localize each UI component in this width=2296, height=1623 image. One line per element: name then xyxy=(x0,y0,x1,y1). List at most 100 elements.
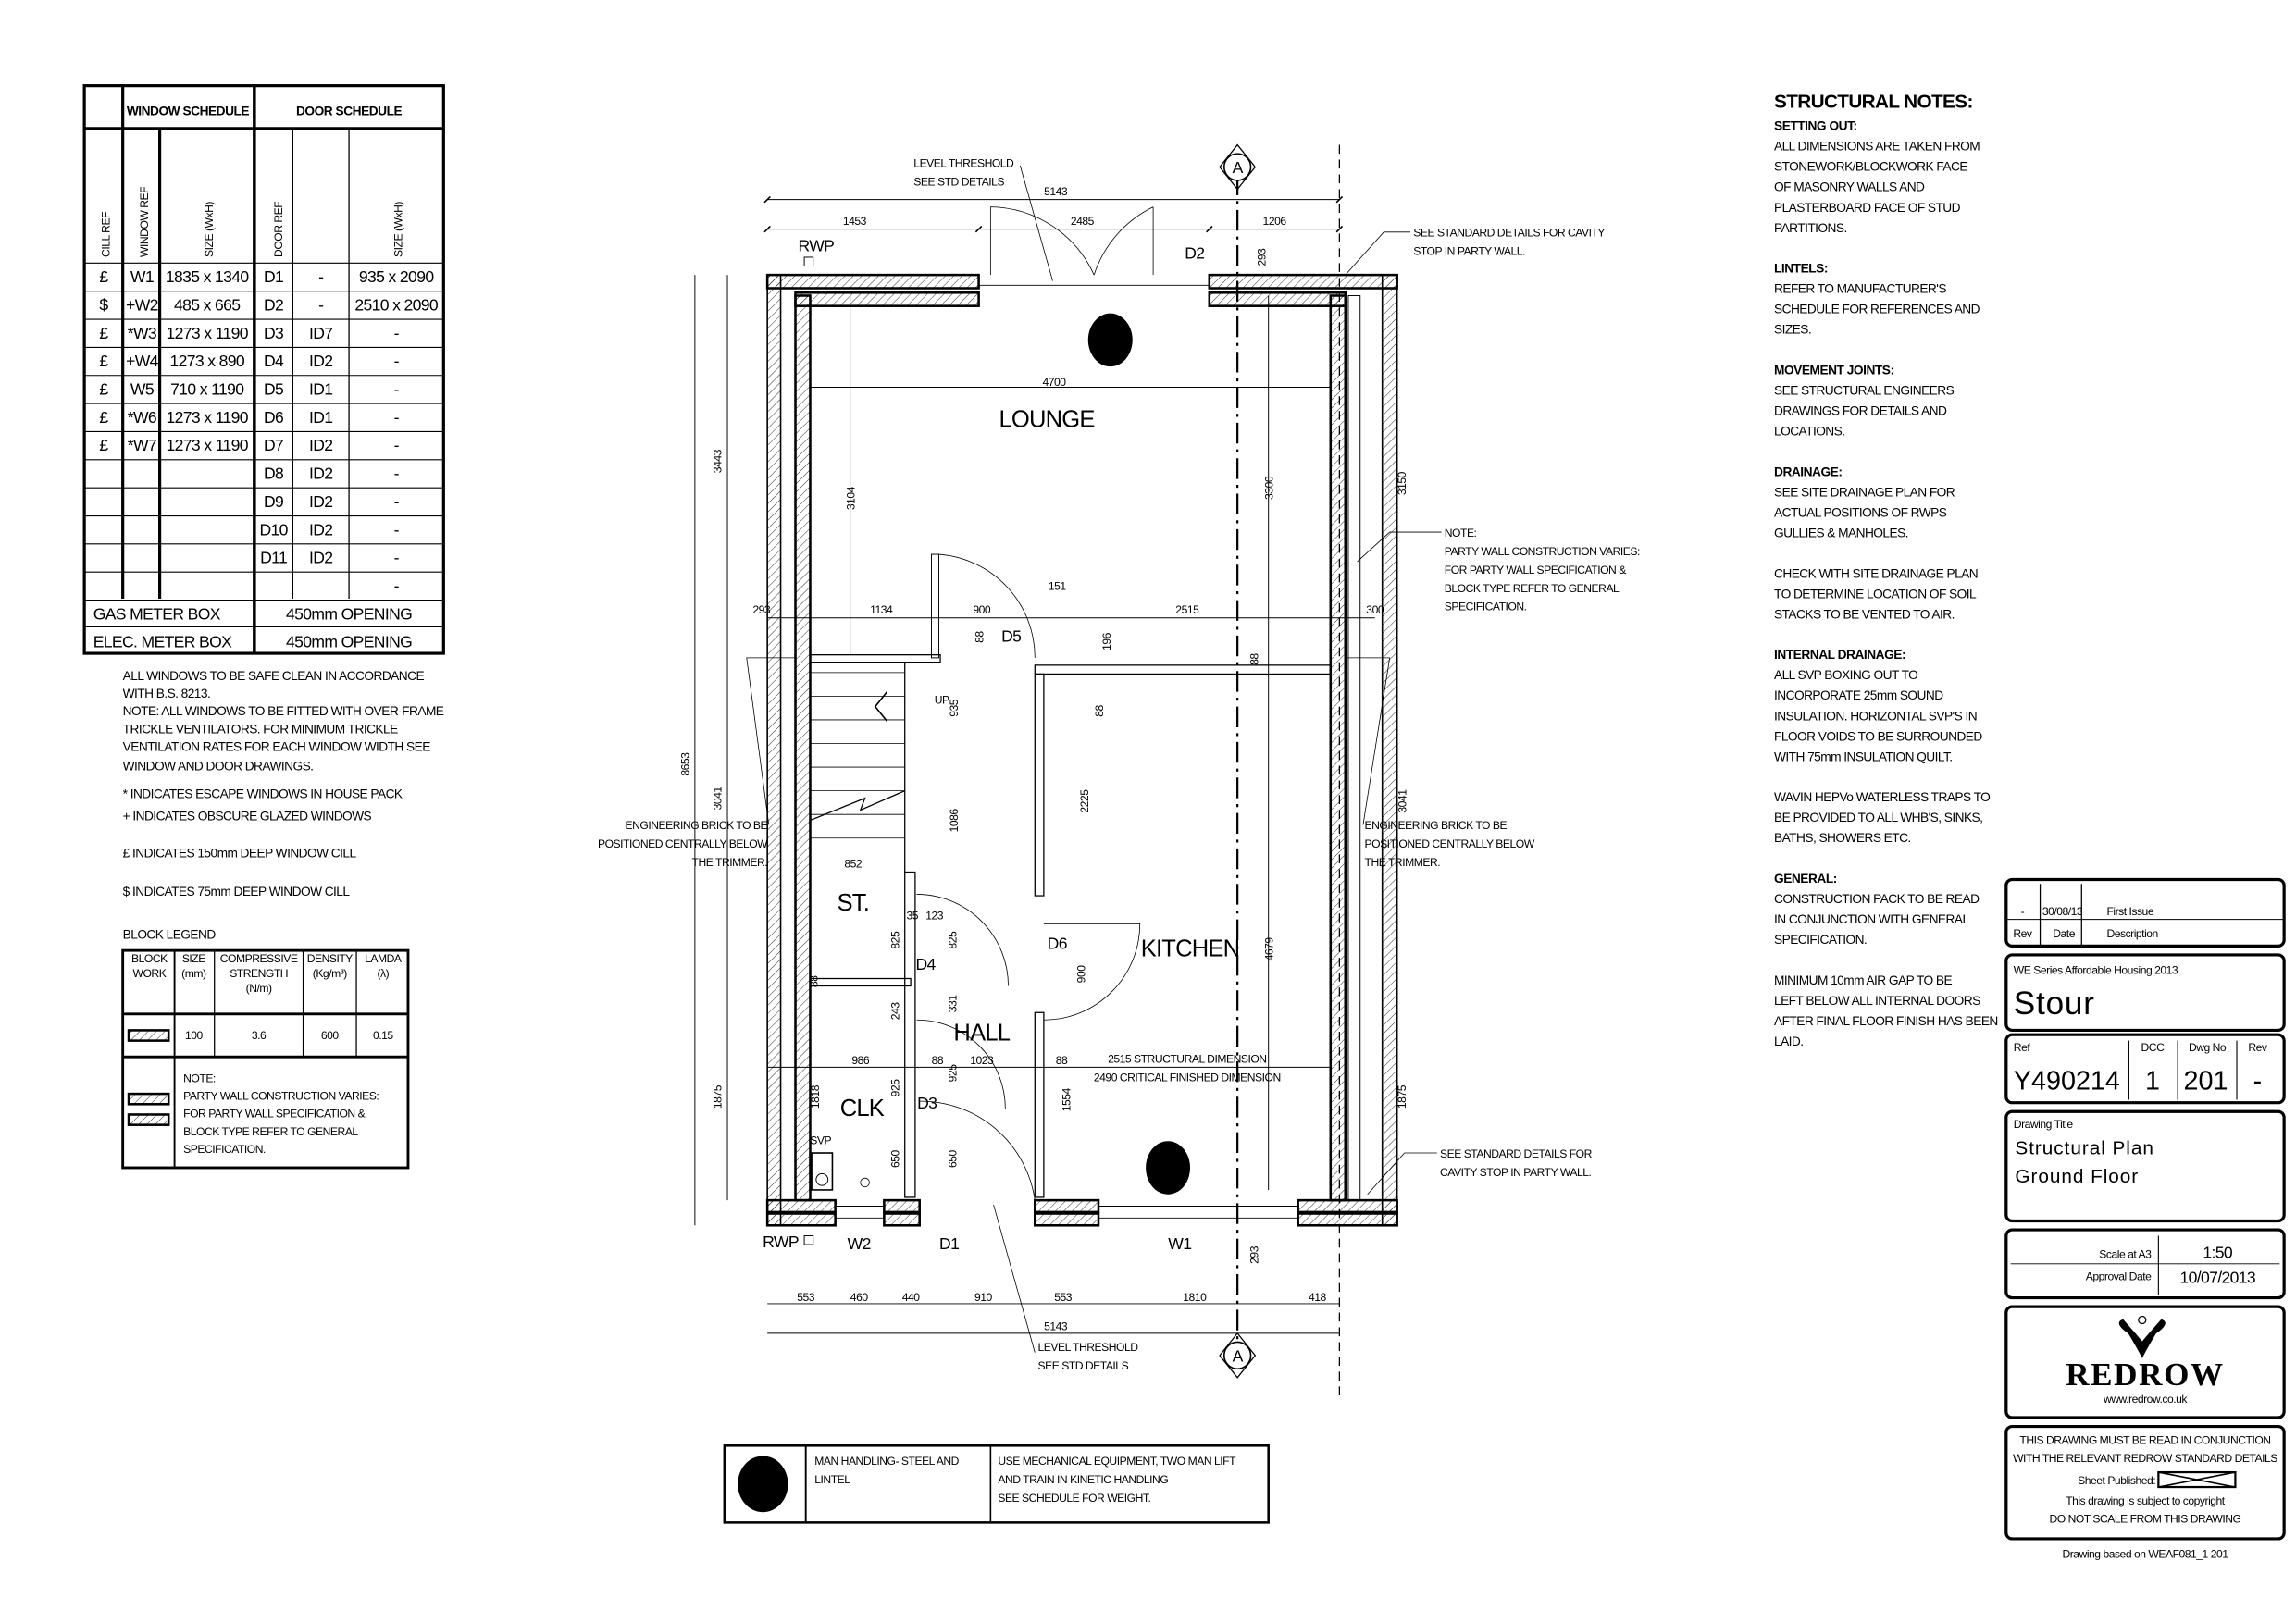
plan-note: CAVITY STOP IN PARTY WALL. xyxy=(1440,1166,1592,1179)
partition-wall xyxy=(1034,664,1332,675)
structural-note-line: STONEWORK/BLOCKWORK FACE xyxy=(1774,160,1967,174)
wc-bowl-icon xyxy=(815,1172,829,1186)
block-legend-header: STRENGTH xyxy=(230,967,288,980)
plan-ref-label: D3 xyxy=(917,1094,937,1112)
structural-note-line: LOCATIONS. xyxy=(1774,425,1844,439)
window-size: 710 x 1190 xyxy=(170,380,244,399)
dimension-label: 5143 xyxy=(1044,185,1068,198)
window-ref: W1 xyxy=(130,267,154,286)
scale-value: 1:50 xyxy=(2203,1243,2232,1261)
window-ref: *W6 xyxy=(128,408,156,427)
dimension-label: 331 xyxy=(947,995,960,1013)
dimension-label: 1875 xyxy=(712,1084,725,1109)
plan-ref-label: D4 xyxy=(915,955,936,973)
structural-note-line: SIZES. xyxy=(1774,323,1811,337)
revision-header: Date xyxy=(2053,927,2075,940)
meter-box-label: ELEC. METER BOX xyxy=(93,633,232,651)
kinetic-handling-icon xyxy=(738,1456,788,1513)
rwp-icon xyxy=(803,256,814,267)
stair-up-arrow-icon xyxy=(874,691,888,723)
meter-box-value: 450mm OPENING xyxy=(286,633,412,651)
block-legend-title: BLOCK LEGEND xyxy=(123,927,217,941)
dimension-label: 2225 xyxy=(1078,789,1091,813)
cill-ref: £ xyxy=(99,267,108,286)
dimension-label: 88 xyxy=(973,631,986,643)
block-legend-value: 100 xyxy=(185,1029,204,1042)
structural-note-line: ALL SVP BOXING OUT TO xyxy=(1774,668,1918,682)
redrow-url: www.redrow.co.uk xyxy=(2103,1393,2188,1406)
window-note: + INDICATES OBSCURE GLAZED WINDOWS xyxy=(123,810,372,824)
revision-description: First Issue xyxy=(2106,905,2153,918)
dimension-label: 3300 xyxy=(1262,476,1275,500)
plan-note: THE TRIMMER. xyxy=(1365,856,1441,869)
plan-note: SEE STANDARD DETAILS FOR xyxy=(1440,1147,1593,1160)
dimension-label: 35 xyxy=(906,910,918,923)
block-legend-header: LAMDA xyxy=(365,952,403,965)
notice-box xyxy=(2004,1424,2286,1541)
partition-wall xyxy=(809,654,941,663)
door-size: - xyxy=(394,465,400,483)
dimension-label: 650 xyxy=(947,1149,960,1168)
block-legend-note: BLOCK TYPE REFER TO GENERAL xyxy=(183,1125,358,1138)
dim-tick xyxy=(763,195,771,204)
structural-note-line: LEFT BELOW ALL INTERNAL DOORS xyxy=(1774,994,1980,1008)
reference-box xyxy=(2004,1033,2286,1105)
door-ref: D3 xyxy=(264,324,283,342)
block-legend-header: WORK xyxy=(133,967,167,980)
dim-tick xyxy=(1335,225,1344,233)
section-marker-label: A xyxy=(1233,1346,1244,1365)
plan-note: SPECIFICATION. xyxy=(1445,601,1527,613)
section-marker-icon xyxy=(1219,1332,1257,1379)
party-wall-right xyxy=(1381,274,1398,1227)
plan-note: POSITIONED CENTRALLY BELOW xyxy=(598,837,768,850)
dimension-label: 418 xyxy=(1309,1291,1327,1304)
door-ref: D10 xyxy=(259,520,288,539)
revision-rev: - xyxy=(2021,905,2025,918)
plan-note: POSITIONED CENTRALLY BELOW xyxy=(1365,837,1535,850)
party-wall-hatch-icon xyxy=(127,1092,170,1106)
structural-note-heading: GENERAL: xyxy=(1774,872,1837,886)
dimension-label: 825 xyxy=(947,931,960,949)
window-note: * INDICATES ESCAPE WINDOWS IN HOUSE PACK xyxy=(123,787,403,801)
plan-note: FOR PARTY WALL SPECIFICATION & xyxy=(1445,564,1626,576)
revision-header: Description xyxy=(2106,927,2157,940)
drawing-title-line: Structural Plan xyxy=(2015,1138,2153,1159)
plan-note: NOTE: xyxy=(1445,527,1477,539)
block-legend-header: (mm) xyxy=(181,967,206,980)
partition-wall xyxy=(1034,1011,1045,1198)
door-id: - xyxy=(318,267,324,286)
leader-line xyxy=(1345,657,1391,825)
dimension-label: 1818 xyxy=(809,1084,822,1109)
approval-label: Approval Date xyxy=(2086,1270,2152,1282)
window-note: WINDOW AND DOOR DRAWINGS. xyxy=(123,759,314,773)
door-id: ID2 xyxy=(309,436,332,454)
structural-note-line: INCORPORATE 25mm SOUND xyxy=(1774,688,1943,702)
structural-note-heading: INTERNAL DRAINAGE: xyxy=(1774,648,1905,662)
structural-notes-title: STRUCTURAL NOTES: xyxy=(1774,92,1973,113)
redrow-logo-icon xyxy=(2138,1315,2147,1325)
door-ref: D5 xyxy=(264,380,284,399)
window-ref: *W7 xyxy=(128,436,156,454)
ref-label: Ref xyxy=(2014,1041,2031,1054)
structural-note-line: LAID. xyxy=(1774,1035,1804,1048)
scale-box xyxy=(2004,1228,2286,1300)
redrow-logo-icon xyxy=(2118,1319,2166,1358)
door-size: - xyxy=(394,352,400,370)
window-size: 1273 x 1190 xyxy=(167,436,249,454)
door-ref: D6 xyxy=(264,408,283,427)
drawing-title-box xyxy=(2004,1109,2286,1223)
structural-note-line: DRAWINGS FOR DETAILS AND xyxy=(1774,404,1947,418)
door-ref: D7 xyxy=(264,436,283,454)
partition-wall xyxy=(904,871,916,1198)
copyright-line: DO NOT SCALE FROM THIS DRAWING xyxy=(2049,1512,2240,1525)
plan-ref-label: D5 xyxy=(1001,626,1022,645)
dimension-label: 3104 xyxy=(844,486,857,510)
dimension-label: 3041 xyxy=(1396,789,1409,813)
door-ref: D9 xyxy=(264,492,283,511)
plan-ref-label: D6 xyxy=(1048,935,1067,953)
door-size: - xyxy=(394,549,400,567)
dimension-label: 88 xyxy=(1093,704,1106,716)
block-legend-note: FOR PARTY WALL SPECIFICATION & xyxy=(183,1108,365,1121)
dimension-label: 151 xyxy=(1049,579,1067,592)
